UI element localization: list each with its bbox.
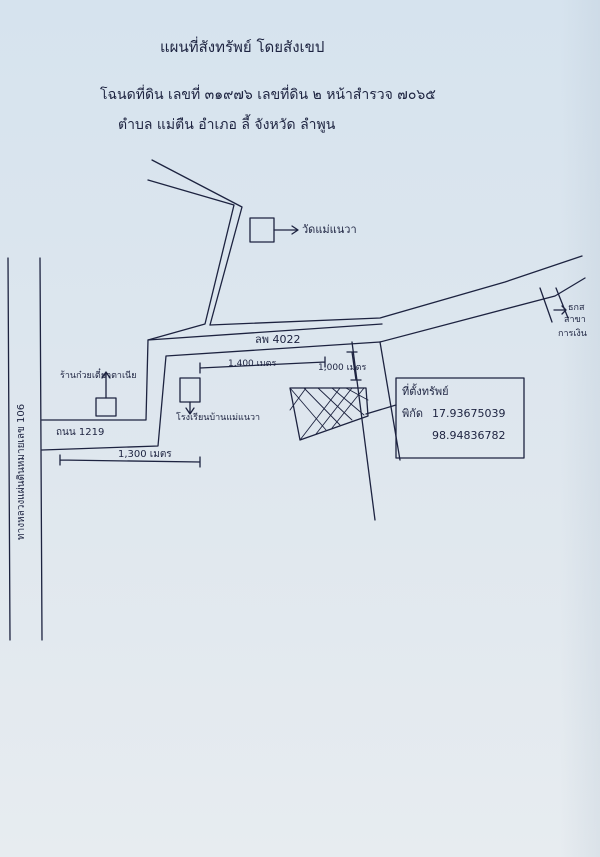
road-4022-bottom-edge — [379, 277, 586, 343]
road-north-right-edge — [151, 159, 243, 326]
property-callout-pointer — [365, 404, 397, 415]
road-branch-edge-2 — [555, 287, 569, 319]
property-lon: 98.94836782 — [432, 429, 506, 442]
property-callout-box — [395, 377, 525, 459]
paper-shadow — [560, 0, 600, 857]
dist-1000-label: 1,000 เมตร — [318, 363, 367, 373]
school-marker — [179, 377, 201, 403]
road-branch-edge-1 — [539, 287, 553, 323]
farmer-bank-label: ธกส — [568, 303, 585, 313]
road-1219-top-edge — [41, 323, 383, 421]
temple-label: วัดแม่แนวา — [302, 223, 357, 236]
farmer-bank-arrow — [553, 305, 567, 315]
property-lat: 17.93675039 — [432, 407, 506, 420]
road-4022-label: ลพ 4022 — [255, 333, 301, 346]
farmer-bank-label-3: การเงิน — [558, 329, 587, 339]
temple-arrow — [273, 225, 299, 235]
location-line: ตำบล แม่ตืน อำเภอ ลี้ จังหวัด ลำพูน — [118, 117, 336, 133]
dist-1400-line — [199, 356, 326, 374]
farmer-bank-label-2: สาขา — [564, 315, 586, 325]
property-hatch — [289, 387, 369, 441]
road-1219-label: ถนน 1219 — [56, 427, 105, 438]
shop-label: ร้านก๋วยเตี๋ยวตาเนีย — [60, 371, 137, 381]
school-arrow — [185, 401, 195, 415]
highway-106-right-edge — [39, 257, 43, 641]
school-label: โรงเรียนบ้านแม่แนวา — [176, 413, 261, 423]
road-north-left-edge — [147, 179, 235, 341]
temple-marker — [249, 217, 275, 243]
map-title: แผนที่สังทรัพย์ โดยสังเขป — [160, 38, 325, 56]
shop-arrow — [101, 371, 111, 399]
road-1219-bottom-edge — [41, 341, 381, 451]
road-4022-top-edge — [209, 255, 583, 326]
dist-1400-label: 1,400 เมตร — [228, 359, 277, 369]
property-coord-label: พิกัด — [402, 407, 424, 420]
dist-1300-label: 1,300 เมตร — [118, 449, 172, 460]
property-title: ที่ตั้งทรัพย์ — [402, 385, 449, 398]
dist-1000-line — [346, 351, 362, 381]
dist-1300-line — [59, 454, 201, 468]
highway-106-left-edge — [7, 257, 11, 641]
highway-106-label: ทางหลวงแผ่นดินหมายเลข 106 — [16, 403, 27, 540]
road-south-left-edge — [351, 341, 376, 521]
deed-line: โฉนดที่ดิน เลขที่ ๓๑๙๗๖ เลขที่ดิน ๒ หน้า… — [100, 87, 436, 103]
property-parcel — [289, 387, 369, 441]
road-south-right-edge — [379, 341, 401, 461]
shop-marker — [95, 397, 117, 417]
